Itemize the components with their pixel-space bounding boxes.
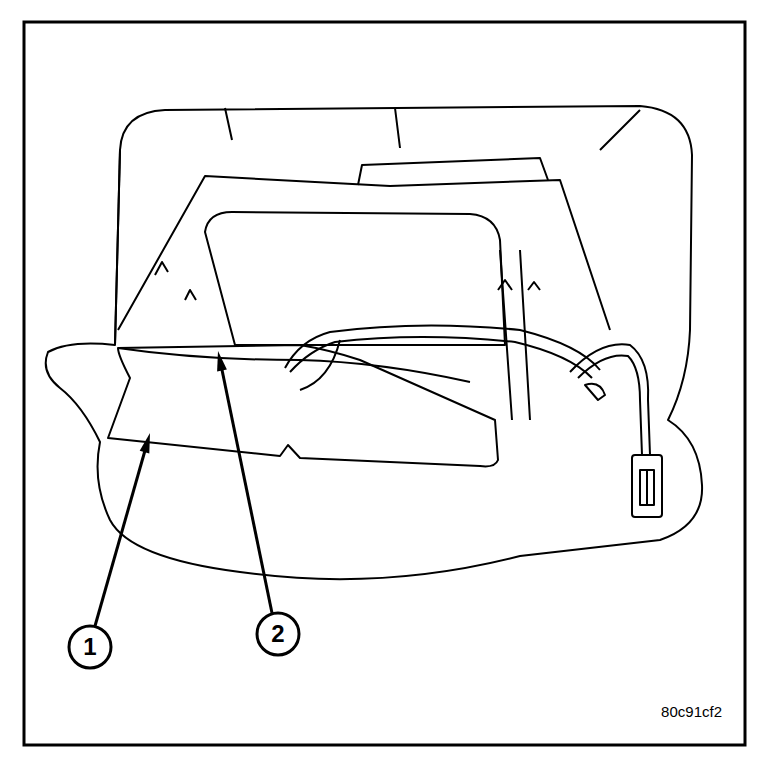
wire-harness	[570, 344, 650, 455]
frame-border	[24, 22, 745, 745]
cushion-back-ridge	[358, 158, 548, 185]
callout-number: 1	[70, 635, 110, 659]
cushion-edge	[115, 150, 120, 345]
leader-line	[221, 365, 272, 613]
seat-pad	[108, 345, 498, 466]
callout-circle	[257, 613, 299, 655]
leader-line	[95, 447, 146, 626]
wire-harness	[290, 337, 592, 378]
wire-harness	[300, 340, 340, 390]
wire-harness	[578, 355, 642, 455]
leader-arrowhead	[140, 433, 150, 454]
wire-connector	[640, 470, 654, 505]
cushion-outline	[46, 106, 702, 579]
figure-code: 80c91cf2	[661, 704, 722, 719]
cushion-seam	[225, 108, 640, 150]
callout-circle	[69, 626, 111, 668]
wire-connector	[585, 384, 605, 400]
frame-clip	[155, 262, 540, 300]
frame-rail	[500, 250, 530, 420]
callout-number: 2	[258, 622, 298, 646]
wire-connector	[632, 455, 662, 517]
leader-arrowhead	[217, 351, 227, 372]
